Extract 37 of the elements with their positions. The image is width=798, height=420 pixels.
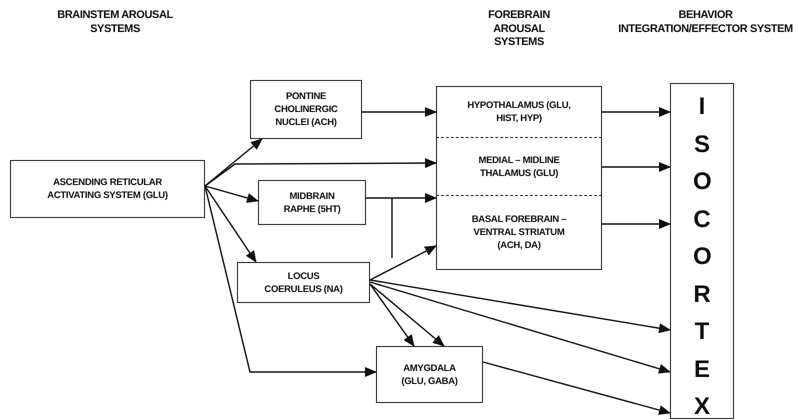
system-section	[436, 86, 602, 138]
system-box	[10, 160, 205, 218]
arrow	[370, 283, 445, 347]
arrow	[369, 284, 415, 347]
arrow	[370, 281, 671, 374]
arrow	[362, 107, 437, 117]
system-box	[258, 180, 366, 225]
system-box	[250, 80, 362, 139]
node-label: LOCUS COERULEUS (NA)	[263, 270, 344, 296]
arrow	[204, 158, 437, 187]
node-label: HYPOTHALAMUS (GLU, HIST, HYP)	[466, 99, 572, 125]
column-heading: FOREBRAIN AROUSAL SYSTEMS	[487, 9, 551, 50]
arrow	[365, 193, 437, 259]
node-label: ASCENDING RETICULAR ACTIVATING SYSTEM (GLU)	[46, 176, 169, 202]
node-label: AMYGDALA (GLU, GABA)	[400, 362, 459, 388]
node-label: MEDIAL – MIDLINE THALAMUS (GLU)	[477, 154, 561, 180]
arrow	[602, 162, 671, 172]
arrow	[204, 186, 377, 377]
column-heading: BRAINSTEM AROUSAL SYSTEMS	[56, 9, 174, 36]
system-section	[436, 196, 602, 270]
node-label: MIDBRAIN RAPHE (5HT)	[282, 190, 342, 216]
system-box	[376, 346, 483, 403]
system-box	[237, 262, 370, 303]
node-label: PONTINE CHOLINERGIC NUCLEI (ACH)	[273, 90, 339, 129]
node-label: ISOCORTEX	[693, 92, 711, 418]
system-section	[436, 138, 602, 196]
arrow	[370, 245, 437, 281]
arrow	[602, 107, 671, 117]
column-heading: BEHAVIOR INTEGRATION/EFFECTOR SYSTEM	[618, 9, 793, 36]
arrow	[204, 185, 259, 203]
arrow	[370, 279, 671, 334]
arrow	[204, 138, 263, 187]
system-column	[670, 83, 734, 419]
arrow	[482, 361, 671, 415]
arrow	[602, 219, 671, 229]
arrow	[204, 186, 257, 263]
node-label: BASAL FOREBRAIN – VENTRAL STRIATUM (ACH, DA)	[470, 213, 568, 252]
